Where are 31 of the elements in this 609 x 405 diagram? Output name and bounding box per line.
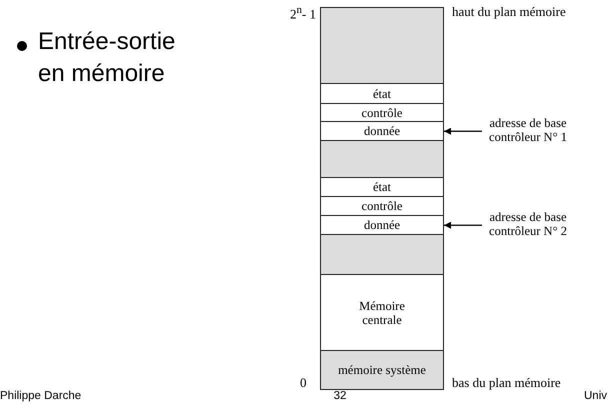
segment-label: Mémoire centrale bbox=[358, 298, 406, 327]
segment-label: donnée bbox=[364, 124, 400, 138]
memory-region bbox=[320, 7, 444, 84]
memory-region bbox=[320, 234, 444, 276]
address-text: adresse de base contrôleur N° 2 bbox=[488, 210, 568, 238]
arrow bbox=[444, 128, 482, 135]
page-number: 32 bbox=[332, 390, 348, 402]
memory-segment bbox=[320, 83, 444, 104]
memory-top-label: haut du plan mémoire bbox=[452, 4, 566, 20]
address-marker: 0 bbox=[300, 375, 306, 391]
memory-segment bbox=[320, 103, 444, 122]
footer-text: Univ bbox=[584, 390, 608, 402]
memory-segment bbox=[320, 274, 444, 352]
memory-segment bbox=[320, 196, 444, 216]
memory-segment bbox=[320, 177, 444, 198]
bullet-text: Entrée-sortie en mémoire bbox=[38, 27, 176, 89]
memory-segment bbox=[320, 350, 444, 390]
memory-segment bbox=[320, 215, 444, 236]
segment-label: donnée bbox=[364, 218, 400, 232]
address-text: adresse de base contrôleur N° 1 bbox=[488, 116, 568, 144]
segment-label: contrôle bbox=[362, 199, 402, 214]
memory-segment bbox=[320, 121, 444, 142]
segment-label: état bbox=[372, 86, 392, 101]
address-marker: 2$^{n}$- 1 bbox=[290, 4, 316, 22]
author-name: Philippe Darche bbox=[0, 390, 82, 402]
segment-label: état bbox=[372, 180, 392, 194]
memory-region bbox=[320, 140, 444, 178]
segment-label: mémoire système bbox=[338, 362, 426, 377]
arrow bbox=[444, 222, 482, 229]
segment-label: contrôle bbox=[362, 106, 402, 120]
memory-bottom-label: bas du plan mémoire bbox=[452, 375, 561, 391]
